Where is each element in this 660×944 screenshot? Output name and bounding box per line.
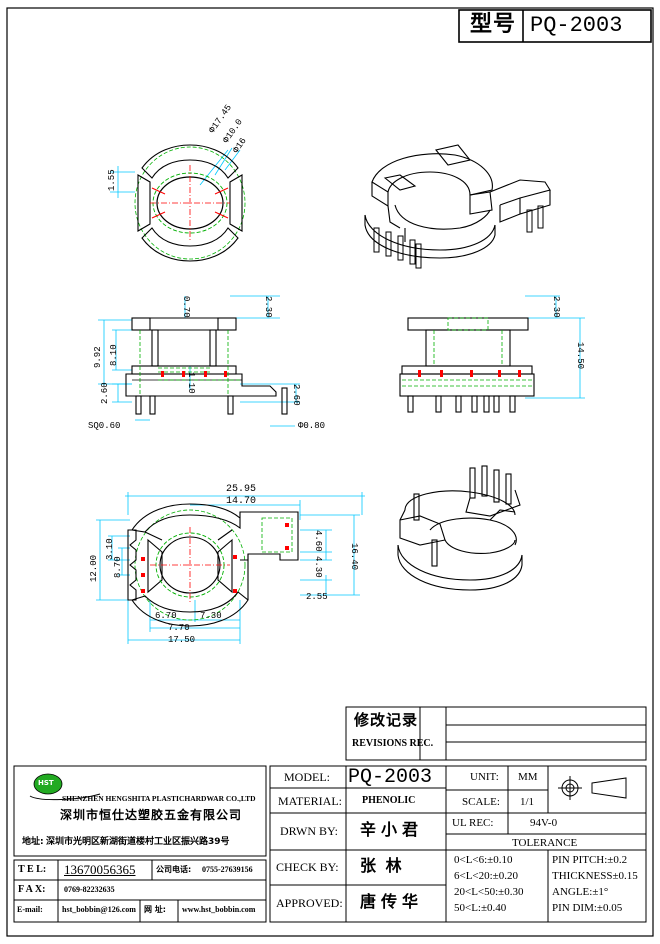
company-tel: 0755-27639156	[202, 865, 253, 874]
web: www.hst_bobbin.com	[182, 905, 256, 914]
drawn-label: DRWN BY:	[280, 824, 338, 838]
iso-view-top	[364, 144, 551, 269]
dim-top-1-55: 1.55	[107, 169, 117, 191]
dim-side-14-50: 14.50	[575, 342, 585, 370]
fax-label: F A X:	[18, 884, 46, 895]
email-label: E-mail:	[17, 905, 43, 914]
tol-angle: ANGLE:±1°	[552, 886, 609, 898]
dim-front-8-10: 8.10	[109, 344, 119, 366]
dim-bottom-17-50: 17.50	[168, 635, 196, 645]
model-label: MODEL:	[284, 770, 330, 784]
bottom-view	[96, 492, 365, 644]
revisions-label-cn: 修改记录	[354, 711, 419, 729]
dim-front-sq: SQ0.60	[88, 421, 121, 431]
scale-label: SCALE:	[462, 796, 500, 808]
dim-bottom-7-30: 7.30	[200, 611, 222, 621]
address-label: 地址:	[22, 837, 44, 847]
title-block-lines	[13, 706, 647, 923]
tol-range-2: 6<L<20:±0.20	[454, 870, 518, 882]
dim-bottom-2-55: 2.55	[306, 592, 328, 602]
company-name-en: SHENZHEN HENGSHITA PLASTICHARDWAR CO.,LT…	[62, 794, 256, 803]
front-view	[98, 295, 300, 427]
dim-front-1-10: 1.10	[186, 372, 196, 394]
tel-label: T E L:	[18, 864, 47, 875]
unit-label: UNIT:	[470, 771, 499, 783]
approved-label: APPROVED:	[276, 896, 343, 910]
dim-bottom-12-00: 12.00	[89, 554, 99, 582]
side-view	[399, 295, 585, 413]
projection-symbol-icon	[558, 776, 627, 800]
dim-bottom-4-60: 4.60	[313, 530, 323, 552]
check-label: CHECK BY:	[276, 860, 339, 874]
material-value: PHENOLIC	[362, 795, 416, 806]
unit-value: MM	[518, 771, 538, 783]
top-view	[110, 144, 246, 262]
company-logo-icon	[29, 773, 101, 801]
tol-range-1: 0<L<6:±0.10	[454, 854, 513, 866]
tolerance-label: TOLERANCE	[512, 837, 578, 849]
dim-front-0-70: 0.70	[181, 296, 191, 318]
tol-range-4: 50<L:±0.40	[454, 902, 507, 914]
tol-range-3: 20<L<50:±0.30	[454, 886, 524, 898]
tol-pin-dim: PIN DIM:±0.05	[552, 902, 623, 914]
dim-bottom-7-70: 7.70	[168, 623, 190, 633]
revisions-label-en: REVISIONS REC.	[352, 738, 434, 749]
dim-bottom-8-70: 8.70	[113, 556, 123, 578]
model-label-cn: 型号	[470, 12, 517, 37]
tel: 13670056365	[64, 862, 136, 877]
dim-bottom-14-70: 14.70	[226, 496, 257, 507]
logo-text: HST	[38, 779, 54, 787]
dim-front-9-92: 9.92	[93, 346, 103, 368]
dim-bottom-16-40: 16.40	[349, 543, 359, 571]
tol-pin-pitch: PIN PITCH:±0.2	[552, 854, 628, 866]
ul-label: UL REC:	[452, 817, 494, 829]
scale-value: 1/1	[520, 796, 535, 808]
ul-value: 94V-0	[530, 817, 558, 829]
dim-front-2-30: 2.30	[263, 296, 273, 318]
dim-front-pin-dia: Φ0.80	[298, 421, 326, 431]
dim-bottom-25-95: 25.95	[226, 484, 257, 495]
iso-view-bottom	[397, 465, 523, 591]
dim-front-2-60-right: 2.60	[291, 384, 301, 406]
check-value: 张 林	[360, 856, 404, 875]
address: 深圳市光明区新湖街道楼村工业区振兴路39号	[46, 837, 230, 847]
dim-front-2-60-left: 2.60	[100, 382, 110, 404]
web-label: 网 址:	[144, 905, 166, 914]
tol-thickness: THICKNESS±0.15	[552, 870, 638, 882]
part-number: PQ-2003	[530, 13, 623, 38]
dim-bottom-4-30: 4.30	[313, 556, 323, 578]
dim-bottom-6-70: 6.70	[155, 611, 177, 621]
email: hst_bobbin@126.com	[62, 905, 136, 914]
dim-side-2-30: 2.30	[551, 296, 561, 318]
approved-value: 唐传华	[360, 892, 424, 911]
model-value: PQ-2003	[348, 766, 433, 789]
company-name-cn: 深圳市恒仕达塑胶五金有限公司	[60, 808, 243, 822]
drawn-value: 辛小君	[360, 820, 424, 839]
sheet-border	[6, 7, 654, 937]
model-box	[458, 9, 652, 43]
fax: 0769-82232635	[64, 885, 115, 894]
material-label: MATERIAL:	[278, 794, 342, 808]
company-tel-label: 公司电话:	[156, 865, 192, 874]
